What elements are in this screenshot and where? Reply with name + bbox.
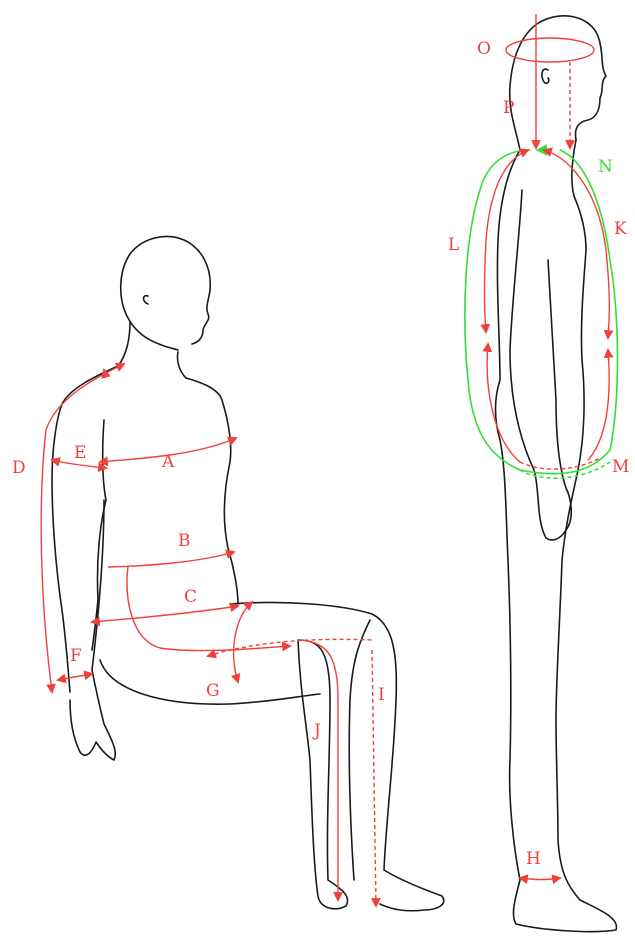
measure-i-line: [372, 650, 376, 906]
label-d: D: [12, 458, 26, 478]
standing-measures: [465, 14, 618, 880]
measure-thigh-dash: [208, 639, 372, 656]
label-o: O: [477, 39, 491, 59]
label-k: K: [614, 219, 627, 239]
seated-legs: [100, 602, 444, 910]
measure-c-line: [92, 606, 238, 622]
measure-l-line: [485, 150, 529, 332]
label-a: A: [161, 452, 175, 472]
measure-o-ellipse: [506, 38, 594, 62]
measure-h-line: [520, 878, 560, 880]
label-e: E: [74, 443, 86, 463]
measure-j-line: [300, 640, 338, 900]
measure-labels: A B C D E F G H I J K L M N O P: [12, 39, 629, 869]
seated-ear: [144, 296, 149, 304]
label-c: C: [184, 587, 197, 607]
measure-k-lower: [588, 350, 609, 460]
measure-b-line: [108, 552, 234, 567]
label-b: B: [178, 531, 191, 551]
measure-crotch-line: [127, 566, 290, 651]
standing-body: [496, 140, 617, 932]
seated-figure: [52, 236, 444, 910]
seated-torso: [52, 366, 238, 692]
seated-arm: [70, 500, 115, 760]
label-p: P: [503, 98, 514, 118]
label-l: L: [448, 235, 459, 255]
label-g: G: [206, 681, 220, 701]
measure-l-lower: [487, 344, 520, 462]
label-f: F: [70, 646, 82, 666]
standing-head: [510, 16, 606, 150]
measure-f-line: [58, 674, 92, 680]
measure-g-line: [234, 602, 252, 682]
measure-n-loop: [465, 150, 618, 474]
measure-k-line: [544, 150, 609, 338]
label-n: N: [598, 157, 613, 177]
standing-ear: [542, 69, 549, 83]
standing-arm: [510, 190, 571, 540]
label-m: M: [612, 457, 629, 477]
seated-measures: [41, 364, 376, 906]
label-h: H: [526, 849, 541, 869]
label-j: J: [312, 721, 321, 741]
label-i: I: [378, 685, 385, 705]
seated-head: [121, 236, 211, 350]
